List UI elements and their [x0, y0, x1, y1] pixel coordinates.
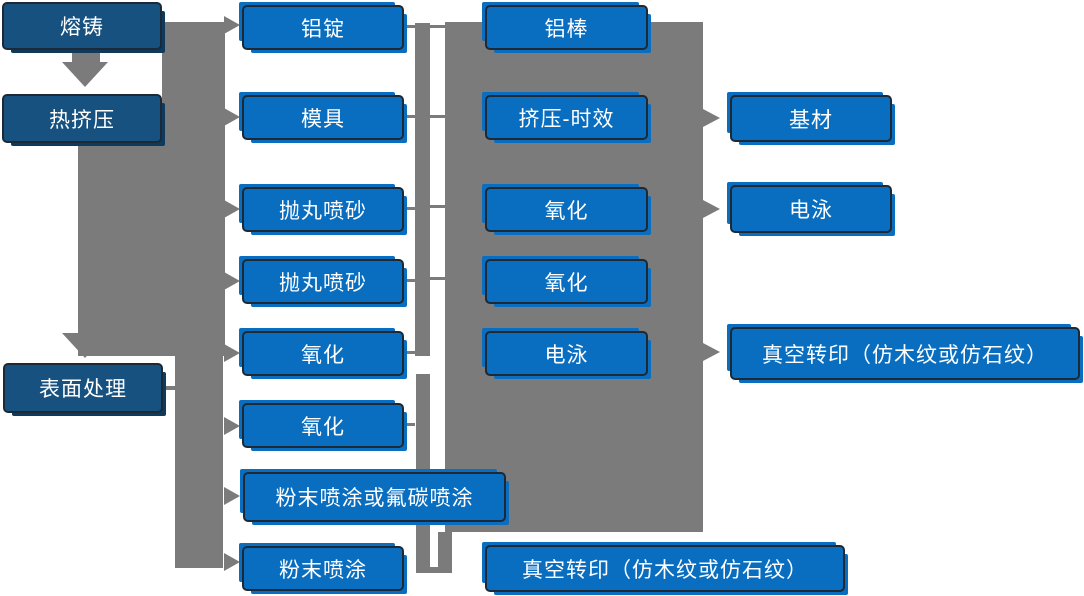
node-muju-label: 模具 [301, 107, 345, 131]
arrow-right-to-yanghua2-icon [224, 417, 240, 435]
stub-muju-bar [404, 115, 415, 118]
node-biaomianchuli: 表面处理 [3, 363, 163, 413]
node-dianyong-2-label: 电泳 [789, 199, 833, 222]
arrow-right-to-muju-icon [224, 108, 240, 126]
arrow-right-to-yanghua1-icon [224, 344, 240, 362]
node-lvding: 铝锭 [242, 5, 404, 50]
stub-paowan1-bar [404, 207, 415, 210]
node-paowan-pensha-2: 抛丸喷砂 [242, 259, 404, 304]
collector-bar-upper [415, 23, 430, 356]
node-yanghua-2-label: 氧化 [301, 415, 345, 439]
node-muju: 模具 [242, 95, 404, 140]
node-biaomianchuli-label: 表面处理 [39, 378, 127, 401]
link-bar-panel-row4 [430, 277, 445, 280]
stub-lvding-bar [404, 25, 415, 28]
trunk-band-lower [175, 356, 223, 568]
node-yanghua-3-label: 氧化 [544, 199, 589, 223]
node-zhenkong-right: 真空转印（仿木纹或仿石纹） [730, 327, 1080, 380]
link-bar-panel-row1 [430, 25, 445, 28]
node-dianyong-1: 电泳 [485, 331, 648, 376]
node-paowan-pensha-1: 抛丸喷砂 [242, 187, 404, 232]
node-lvbang: 铝棒 [485, 5, 648, 50]
node-fenmo-or-futan-label: 粉末喷涂或氟碳喷涂 [275, 487, 474, 510]
connector-biaomian-trunk-stub [163, 386, 175, 390]
node-yanghua-4: 氧化 [485, 259, 648, 304]
panel-bottom-stub [438, 532, 452, 573]
node-rongzhu: 熔铸 [2, 2, 162, 50]
node-dianyong-2: 电泳 [730, 185, 892, 233]
node-jicai: 基材 [730, 95, 892, 142]
arrow-right-to-zhenkong-right-icon [703, 343, 720, 361]
node-zhenkong-bottom: 真空转印（仿木纹或仿石纹） [485, 545, 845, 592]
node-rejiya-label: 热挤压 [49, 108, 115, 132]
arrow-right-to-fenmo-icon [224, 553, 240, 571]
node-yanghua-2: 氧化 [242, 403, 404, 448]
arrow-right-to-jicai-icon [703, 109, 720, 127]
node-fenmo-or-futan: 粉末喷涂或氟碳喷涂 [243, 472, 506, 522]
link-bar-panel-row3 [430, 205, 445, 208]
stub-paowan2-bar [404, 279, 415, 282]
arrow-right-to-paowan1-icon [224, 200, 240, 218]
arrow-down-rongzhu-rejiya-icon [62, 62, 108, 87]
node-rongzhu-label: 熔铸 [60, 16, 104, 39]
arrow-right-to-fenmo-futan-icon [224, 487, 240, 505]
trunk-block [78, 143, 225, 356]
arrow-down-rejiya-biaomian-icon [62, 333, 108, 358]
node-jiya-shixiao: 挤压-时效 [485, 95, 648, 140]
node-lvbang-label: 铝棒 [544, 17, 589, 41]
connector-rongzhu-rejiya-stem [72, 50, 100, 63]
node-jicai-label: 基材 [789, 108, 833, 132]
stub-yanghua2-bar [404, 423, 415, 426]
node-lvding-label: 铝锭 [301, 17, 345, 41]
node-paowan-pensha-1-label: 抛丸喷砂 [279, 199, 367, 223]
node-yanghua-1: 氧化 [242, 331, 404, 376]
node-rejiya: 热挤压 [2, 94, 162, 143]
arrow-right-to-dianyong2-icon [703, 200, 720, 218]
node-dianyong-1-label: 电泳 [544, 343, 589, 367]
arrow-right-to-lvding-icon [224, 16, 240, 34]
node-paowan-pensha-2-label: 抛丸喷砂 [279, 271, 367, 295]
node-jiya-shixiao-label: 挤压-时效 [518, 107, 615, 131]
node-zhenkong-right-label: 真空转印（仿木纹或仿石纹） [762, 343, 1048, 367]
bottom-joint [416, 567, 452, 573]
node-yanghua-3: 氧化 [485, 187, 648, 232]
node-fenmo-pentu: 粉末喷涂 [242, 546, 404, 591]
link-bar-panel-row2 [430, 115, 445, 118]
node-zhenkong-bottom-label: 真空转印（仿木纹或仿石纹） [522, 558, 808, 582]
node-yanghua-1-label: 氧化 [301, 343, 345, 367]
node-fenmo-pentu-label: 粉末喷涂 [279, 558, 367, 582]
node-yanghua-4-label: 氧化 [544, 271, 589, 295]
stub-yanghua1-bar [404, 351, 415, 354]
arrow-right-to-paowan2-icon [224, 272, 240, 290]
